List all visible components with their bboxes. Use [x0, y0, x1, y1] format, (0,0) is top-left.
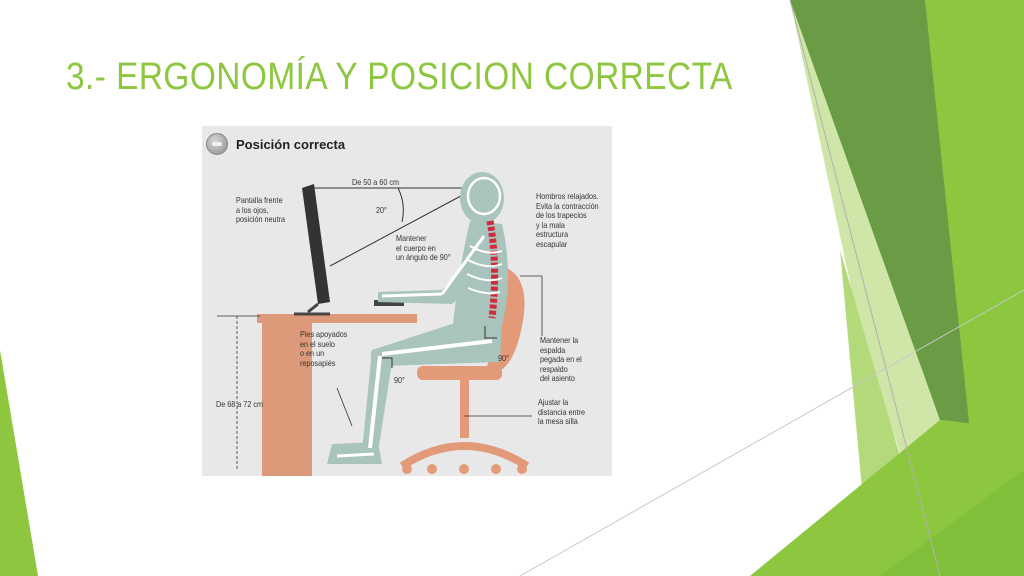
head [460, 172, 504, 224]
figure-header: Posición correcta [206, 132, 345, 156]
thin-line-2 [519, 289, 1024, 576]
chair-post [460, 380, 469, 438]
chair-base [399, 442, 530, 470]
figure-heading: Posición correcta [236, 136, 346, 152]
skull [466, 176, 502, 216]
label-screen: Pantalla frente a los ojos, posición neu… [236, 195, 286, 224]
right-corner-shape [880, 470, 1024, 576]
label-hip-angle: 90° [498, 353, 509, 363]
ergonomics-illustration: Posición correcta De 50 a 60 cm 20° Pant… [202, 126, 612, 476]
keyboard [374, 300, 404, 306]
slide-title: 3.- ERGONOMÍA Y POSICION CORRECTA [66, 56, 733, 98]
monitor [302, 184, 330, 304]
sight-line-angled [329, 189, 473, 267]
label-shoulders: Hombros relajados. Evita la contracción … [536, 191, 599, 249]
left-green-shape [0, 350, 38, 576]
posture-drawing [217, 172, 543, 476]
label-feet: Pies apoyados en el suelo o en un reposa… [300, 329, 348, 368]
spine [486, 220, 499, 319]
posture-ok-icon [206, 133, 228, 155]
femur [381, 339, 493, 356]
label-desk-height: De 68 a 72 cm [216, 399, 263, 409]
label-chair-distance: Ajustar la distancia entre la mesa silla [538, 397, 586, 426]
label-back: Mantener la espalda pegada en el respald… [540, 335, 582, 383]
label-screen-angle: 20° [376, 205, 387, 215]
desk-top [257, 314, 417, 323]
chair-seat [417, 366, 502, 380]
thigh [370, 322, 502, 366]
label-body-angle: Mantener el cuerpo en un ángulo de 90° [396, 233, 451, 262]
label-knee-angle: 90° [394, 375, 405, 385]
label-distance: De 50 a 60 cm [352, 177, 399, 187]
tibia [368, 355, 382, 449]
arm [378, 236, 492, 304]
desk-leg [262, 323, 312, 476]
thin-line-1 [789, 0, 941, 576]
